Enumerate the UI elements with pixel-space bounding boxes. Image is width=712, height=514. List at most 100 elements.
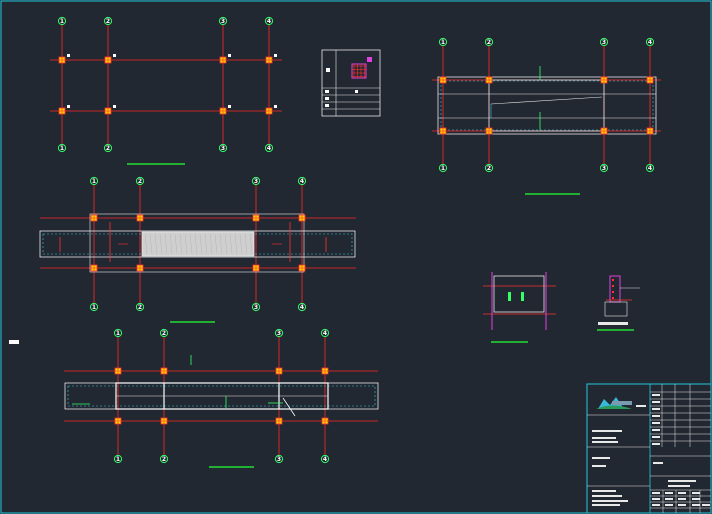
cell-text (678, 498, 686, 500)
cell-text (653, 462, 663, 464)
column-tag (228, 105, 231, 108)
column-marker (439, 76, 447, 84)
text-bar (592, 441, 618, 443)
axis-bubble-circle (113, 454, 123, 464)
axis-bubble-circle (251, 176, 261, 186)
section-outline (493, 275, 545, 313)
axis-bubble-circle (599, 163, 609, 173)
axis-bubble: 3 (274, 328, 284, 338)
column-marker (265, 107, 273, 115)
leader-line (282, 397, 296, 417)
axis-bubble: 4 (645, 163, 655, 172)
hatch-line (209, 233, 213, 255)
column-tag (274, 105, 277, 108)
axis-bubble: 4 (297, 302, 307, 312)
axis-bubble: 4 (320, 454, 330, 463)
axis-label: 4 (648, 39, 652, 46)
axis-label: 1 (92, 304, 96, 311)
wall-section-detail (597, 275, 640, 331)
axis-bubble-circle (599, 37, 609, 47)
axis-bubble-circle (438, 163, 448, 173)
cell-text (652, 429, 660, 431)
axis-label: 4 (323, 330, 327, 337)
column-tag (113, 105, 116, 108)
axis-bubble: 3 (251, 302, 261, 312)
row-mark (325, 97, 329, 100)
cell-text (692, 504, 700, 506)
column-marker (439, 127, 447, 135)
hatch-line (224, 233, 228, 255)
column-marker (58, 56, 66, 64)
axis-bubble-circle (57, 143, 67, 153)
slab-hatch (141, 231, 255, 257)
rebar-dot (612, 279, 614, 281)
column-tag (67, 105, 70, 108)
axis-label: 4 (323, 456, 327, 463)
axis-bubble: 1 (113, 454, 123, 464)
axis-label: 3 (221, 145, 225, 152)
axis-label: 2 (487, 39, 491, 46)
hatch-line (159, 233, 163, 255)
axis-bubble-circle (113, 328, 123, 338)
hatch-line (154, 233, 158, 255)
axis-bubble-circle (297, 302, 307, 312)
cell-text (652, 394, 660, 396)
axis-bubble-circle (251, 302, 261, 312)
hatch-line (164, 233, 168, 255)
axis-bubble: 4 (320, 328, 330, 337)
axis-bubble: 1 (57, 143, 67, 153)
column-marker (275, 367, 283, 375)
column-tag (228, 54, 231, 57)
axis-label: 4 (300, 178, 304, 185)
hatch-line (144, 233, 148, 255)
text-bar (592, 457, 610, 459)
slope-line (490, 96, 603, 105)
axis-label: 3 (602, 165, 606, 172)
axis-label: 4 (648, 165, 652, 172)
column-marker (600, 127, 608, 135)
axis-bubble: 1 (57, 16, 67, 26)
axis-label: 4 (267, 18, 271, 25)
axis-label: 3 (277, 330, 281, 337)
note-mark (9, 340, 19, 344)
hatch-line (179, 233, 183, 255)
axis-bubble: 2 (159, 454, 169, 463)
title-block (586, 383, 712, 514)
axis-bubble-circle (484, 37, 494, 47)
axis-bubble: 2 (484, 163, 494, 172)
axis-bubble: 2 (135, 302, 145, 311)
axis-label: 4 (300, 304, 304, 311)
axis-label: 1 (60, 145, 64, 152)
axis-bubble: 4 (645, 37, 655, 47)
cell-text (678, 492, 686, 494)
rebar-mark (521, 292, 524, 301)
row-mark (325, 90, 329, 93)
column-marker (160, 417, 168, 425)
cell-text (652, 401, 660, 403)
axis-bubble: 1 (89, 302, 99, 311)
axis-bubble-circle (218, 143, 228, 153)
cell-text (652, 408, 660, 410)
column-section-outline (351, 63, 367, 79)
axis-bubble-circle (89, 176, 99, 186)
rebar-mark (508, 292, 511, 301)
axis-bubble: 1 (438, 163, 448, 173)
footing-base (598, 322, 628, 325)
cell-text (678, 504, 686, 506)
hatch-line (214, 233, 218, 255)
axis-label: 1 (441, 165, 445, 172)
logo-wave (596, 405, 632, 409)
axis-bubble-circle (57, 16, 67, 26)
column-marker (252, 264, 260, 272)
hatch-line (194, 233, 198, 255)
hatch-line (239, 233, 243, 255)
axis-bubble-circle (274, 328, 284, 338)
axis-label: 2 (162, 456, 166, 463)
column-marker (58, 107, 66, 115)
axis-label: 3 (254, 304, 258, 311)
axis-bubble: 3 (274, 454, 284, 463)
axis-bubble-circle (264, 143, 274, 153)
